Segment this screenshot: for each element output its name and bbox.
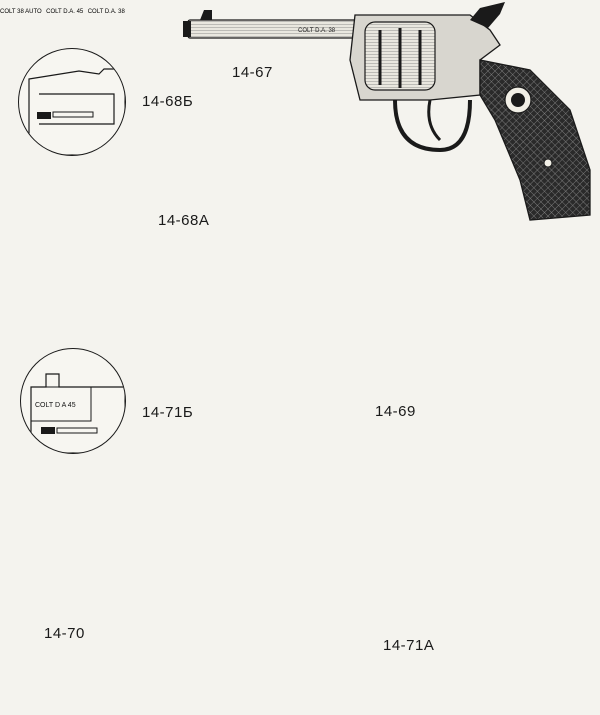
revolver-14-67: COLT D.A. 38	[183, 2, 591, 221]
revolver-14-71a: COLT D.A. 45	[46, 0, 88, 17]
figure-label-14-67: 14-67	[232, 64, 273, 81]
inset-marking: COLT D A 45	[35, 402, 76, 409]
barrel-marking: COLT 38 AUTO	[0, 9, 42, 15]
barrel-marking: COLT D.A. 38	[298, 28, 336, 34]
figure-label-14-69: 14-69	[375, 403, 416, 420]
figure-label-14-71a: 14-71A	[383, 637, 435, 654]
inset-detail-14-71b: COLT D A 45	[20, 348, 126, 454]
revolver-14-70: COLT D.A. 38	[88, 0, 125, 17]
revolver-14-69: COLT 38 AUTO	[0, 0, 46, 17]
figure-label-14-68a: 14-68A	[158, 212, 210, 229]
figure-label-14-71b: 14-71Б	[142, 404, 194, 421]
barrel-marking: COLT D.A. 45	[46, 9, 84, 15]
figure-label-14-68b: 14-68Б	[142, 93, 194, 110]
barrel-marking: COLT D.A. 38	[87, 9, 125, 15]
inset-detail-14-68b	[18, 48, 126, 156]
figure-label-14-70: 14-70	[44, 625, 85, 642]
